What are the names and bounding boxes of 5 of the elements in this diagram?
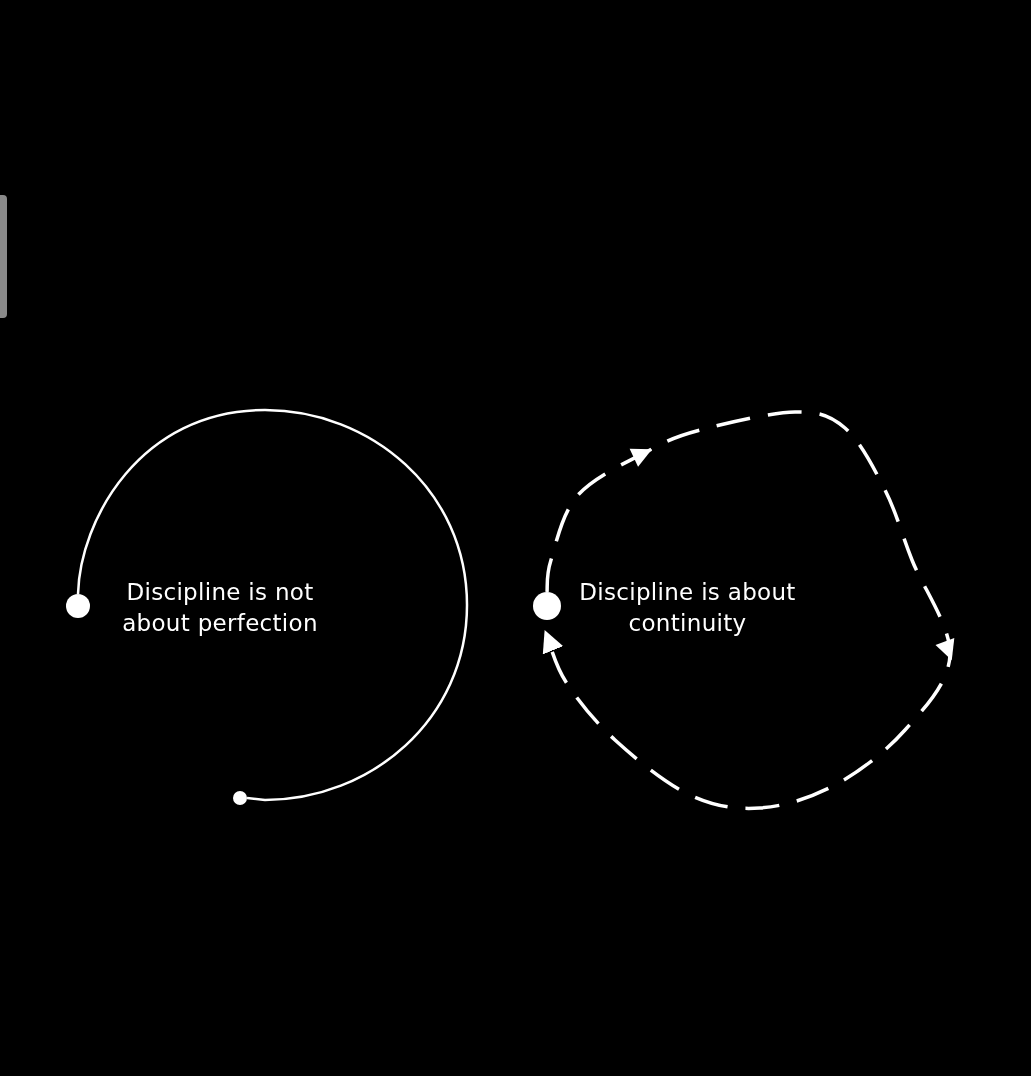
dot-marker bbox=[66, 594, 90, 618]
caption-text: Discipline is about continuity bbox=[578, 578, 797, 638]
caption-text: Discipline is not about perfection bbox=[121, 578, 319, 638]
dot-marker bbox=[233, 791, 247, 805]
dot-marker bbox=[533, 592, 561, 620]
